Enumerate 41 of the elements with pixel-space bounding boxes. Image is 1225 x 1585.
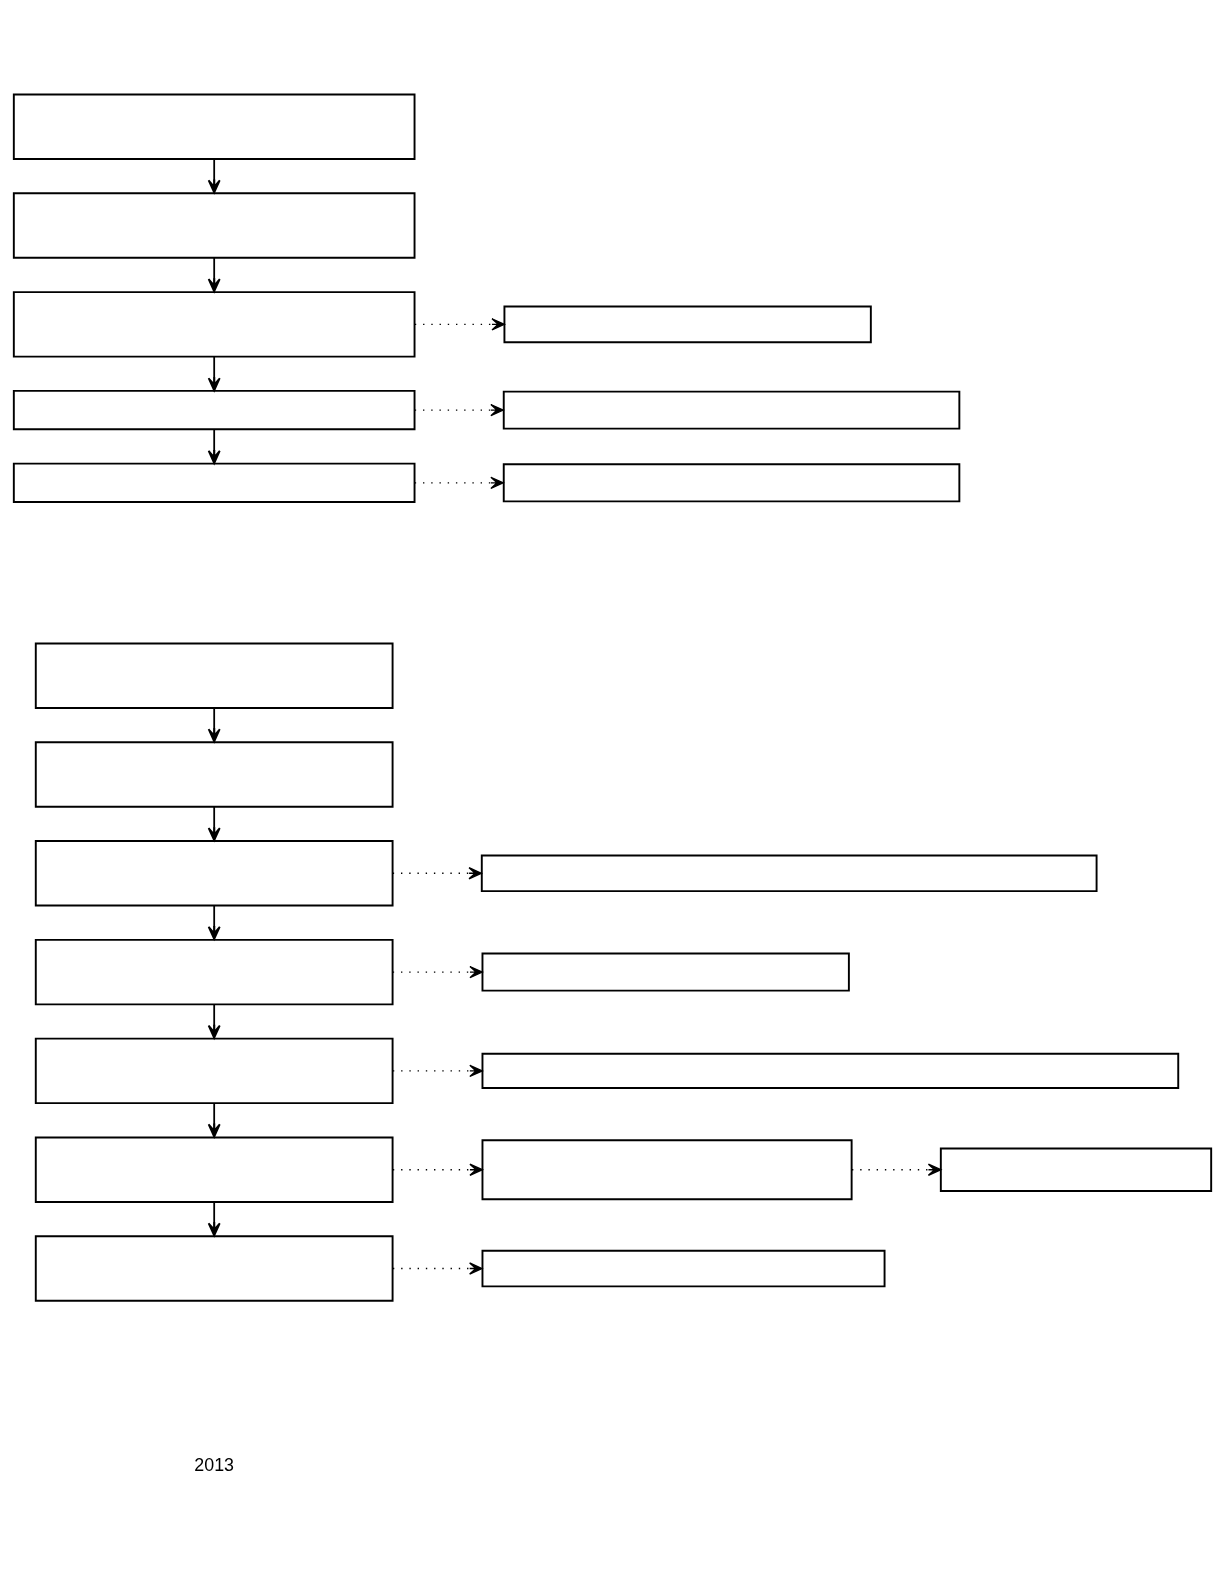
arrow [207,706,221,742]
node-box [502,390,961,430]
node-box [34,839,394,906]
node-box [502,462,961,502]
arrow [207,904,221,940]
arrow [207,1003,221,1039]
node-box [12,191,416,259]
arrow [392,866,483,880]
node-box [12,290,416,358]
label: 2013 [194,1454,235,1475]
node-box [481,1249,886,1287]
arrow [392,1261,483,1275]
node-box [481,1052,1180,1089]
node-box [480,854,1098,892]
arrow [414,476,504,489]
arrow [207,157,221,194]
arrow [207,355,221,391]
arrow [207,1200,221,1236]
node-box [12,93,416,160]
node-box [34,1037,394,1104]
node-box [34,1136,394,1203]
arrow [392,1162,483,1176]
arrow [414,403,504,416]
arrow [392,1064,483,1077]
node-box [34,1234,394,1302]
node-box [481,952,850,992]
arrow [207,805,221,841]
arrow [414,317,506,331]
arrow [207,428,221,464]
arrow [207,256,221,292]
node-box [503,305,872,343]
arrow [392,965,483,978]
node-box [12,389,416,430]
node-box [939,1146,1213,1192]
node-box [34,938,394,1005]
node-box [12,462,416,503]
node-box [34,740,394,808]
node-box [481,1138,853,1200]
arrow [851,1162,942,1176]
arrow [207,1101,221,1138]
node-box [34,641,394,709]
